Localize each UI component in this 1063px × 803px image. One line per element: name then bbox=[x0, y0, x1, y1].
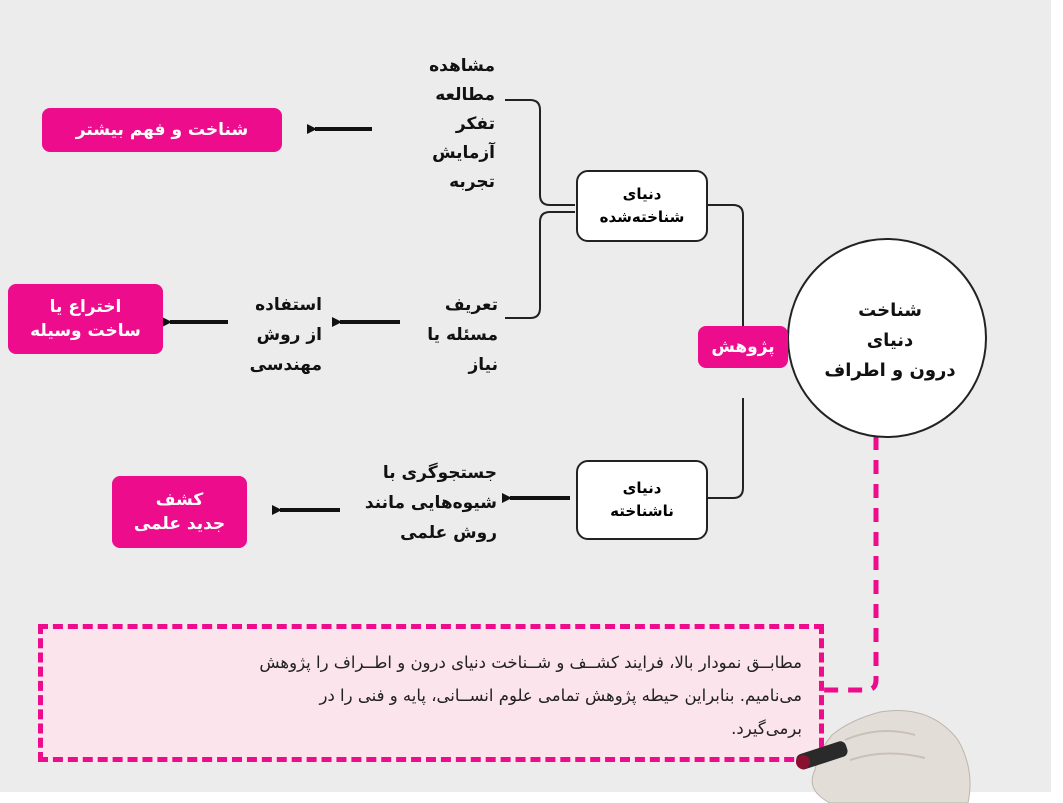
result-discovery-pill: کشف جدید علمی bbox=[112, 476, 247, 548]
center-circle bbox=[787, 238, 987, 438]
unknown-world-box: دنیای ناشناخته bbox=[576, 460, 708, 540]
note-line: می‌نامیم. بنابراین حیطه پژوهش تمامی علوم… bbox=[319, 686, 802, 705]
center-line: دنیای bbox=[866, 330, 914, 351]
problem-text: تعریف مسئله یا نیاز bbox=[408, 290, 498, 380]
result-invention-pill: اختراع یا ساخت وسیله bbox=[8, 284, 163, 354]
discovery-line: کشف bbox=[155, 490, 204, 510]
engineering-line: مهندسی bbox=[249, 355, 322, 375]
problem-line: تعریف bbox=[444, 295, 498, 315]
engineering-text: استفاده از روش مهندسی bbox=[232, 290, 322, 380]
known-to-research-line bbox=[706, 204, 744, 330]
methods-list: مشاهده مطالعه تفکر آزمایش تجربه bbox=[400, 52, 495, 197]
engineering-line: از روش bbox=[256, 325, 322, 345]
known-world-line: دنیای bbox=[622, 185, 662, 203]
search-line: جستجوگری با bbox=[382, 463, 497, 483]
center-line: درون و اطراف bbox=[824, 360, 956, 381]
discovery-line: جدید علمی bbox=[133, 514, 226, 534]
method-item: تفکر bbox=[455, 114, 495, 134]
problem-bracket bbox=[505, 211, 575, 319]
center-line: شناخت bbox=[858, 300, 922, 321]
search-line: شیوه‌هایی مانند bbox=[364, 493, 497, 513]
unknown-world-line: دنیای bbox=[622, 479, 662, 497]
note-box bbox=[38, 624, 824, 762]
unknown-world-line: ناشناخته bbox=[610, 502, 674, 520]
result-understanding-pill: شناخت و فهم بیشتر bbox=[42, 108, 282, 152]
note-line: مطابــق نمودار بالا، فرایند کشــف و شــن… bbox=[259, 653, 802, 672]
center-circle-text: شناخت دنیای درون و اطراف bbox=[815, 296, 965, 386]
method-item: تجربه bbox=[449, 172, 495, 192]
problem-line: نیاز bbox=[468, 355, 499, 375]
research-pill: پژوهش bbox=[698, 326, 788, 368]
method-item: آزمایش bbox=[432, 143, 495, 163]
note-text: مطابــق نمودار بالا، فرایند کشــف و شــن… bbox=[60, 646, 802, 745]
method-item: مطالعه bbox=[435, 85, 495, 105]
method-item: مشاهده bbox=[429, 56, 495, 76]
note-line: برمی‌گیرد. bbox=[731, 719, 802, 738]
invention-line: ساخت وسیله bbox=[30, 321, 141, 341]
search-text: جستجوگری با شیوه‌هایی مانند روش علمی bbox=[352, 458, 497, 548]
known-world-line: شناخته‌شده bbox=[599, 208, 685, 226]
known-world-box: دنیای شناخته‌شده bbox=[576, 170, 708, 242]
invention-line: اختراع یا bbox=[49, 297, 122, 317]
dashed-link bbox=[818, 436, 879, 693]
research-to-unknown-line bbox=[706, 398, 744, 499]
problem-line: مسئله یا bbox=[427, 325, 498, 345]
search-line: روش علمی bbox=[400, 523, 497, 543]
methods-bracket bbox=[505, 99, 575, 206]
engineering-line: استفاده bbox=[255, 295, 322, 315]
